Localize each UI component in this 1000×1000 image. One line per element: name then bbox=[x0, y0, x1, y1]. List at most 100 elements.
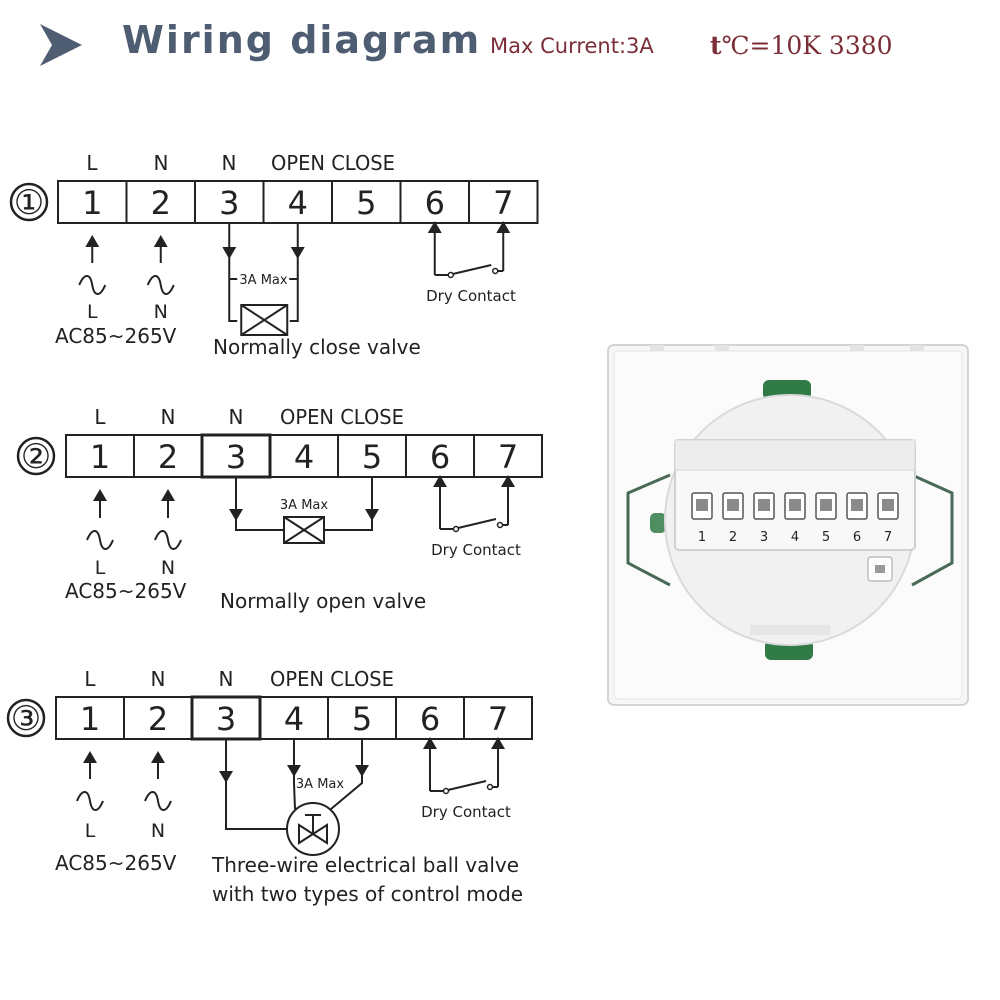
dry-contact-switch bbox=[452, 264, 492, 275]
device-terminal-number: 4 bbox=[791, 530, 799, 545]
diagram-index-label: ② bbox=[21, 437, 51, 477]
terminal-number-7: 7 bbox=[488, 700, 508, 738]
top-label-n: N bbox=[154, 151, 169, 175]
valve-cross-line bbox=[240, 304, 288, 336]
device-terminal-screw bbox=[727, 499, 739, 511]
device-terminal-screw bbox=[820, 499, 832, 511]
terminal-strip bbox=[55, 696, 533, 740]
load-max-backdrop bbox=[237, 269, 290, 287]
terminal-number-6: 6 bbox=[420, 700, 440, 738]
source-label-n: N bbox=[161, 557, 175, 579]
device-terminal-number: 6 bbox=[853, 530, 861, 545]
top-label-open-close: OPEN CLOSE bbox=[271, 151, 395, 175]
terminal-strip bbox=[65, 434, 543, 478]
terminal-number-7: 7 bbox=[493, 184, 513, 222]
supply-voltage-label: AC85~265V bbox=[55, 324, 177, 348]
top-label-l: L bbox=[86, 151, 98, 175]
device-terminal-number: 5 bbox=[822, 530, 830, 545]
device-terminal-number: 3 bbox=[760, 530, 768, 545]
max-current-label: Max Current:3A bbox=[490, 34, 654, 58]
switch-contact-dot bbox=[492, 267, 499, 275]
dry-contact-label: Dry Contact bbox=[426, 287, 516, 305]
dry-contact-label: Dry Contact bbox=[431, 541, 521, 559]
load-wire-close bbox=[330, 769, 363, 810]
sensor-spec-label: t℃=10K 3380 bbox=[710, 31, 893, 60]
terminal-number-1: 1 bbox=[82, 184, 102, 222]
top-label-n: N bbox=[161, 405, 176, 429]
terminal-3-highlight bbox=[190, 695, 262, 741]
terminal-number-6: 6 bbox=[425, 184, 445, 222]
device-terminal-screw bbox=[851, 499, 863, 511]
top-label-n3: N bbox=[229, 405, 244, 429]
terminal-number-1: 1 bbox=[80, 700, 100, 738]
diagram-index-label: ① bbox=[14, 183, 44, 223]
load-wire-left bbox=[228, 251, 238, 322]
device-terminal-number: 2 bbox=[729, 530, 737, 545]
source-label-n: N bbox=[154, 301, 168, 323]
dry-contact-switch bbox=[447, 780, 487, 791]
supply-voltage-label: AC85~265V bbox=[65, 579, 187, 603]
terminal-strip bbox=[57, 180, 539, 224]
terminal-number-1: 1 bbox=[90, 438, 110, 476]
top-label-open-close: OPEN CLOSE bbox=[280, 405, 404, 429]
terminal-number-2: 2 bbox=[151, 184, 171, 222]
load-wire-right bbox=[324, 513, 373, 531]
ac-wave-n-icon bbox=[146, 275, 175, 295]
diagram-caption-line-1: Normally close valve bbox=[213, 335, 421, 359]
play-arrow-icon bbox=[40, 24, 82, 66]
terminal-number-4: 4 bbox=[288, 184, 308, 222]
dry-contact-label: Dry Contact bbox=[421, 803, 511, 821]
device-terminal-screw bbox=[789, 499, 801, 511]
ac-wave-l-icon bbox=[86, 530, 114, 550]
device-terminal-screw bbox=[882, 499, 894, 511]
ac-wave-l-icon bbox=[78, 275, 107, 295]
header: Wiring diagram Max Current:3A t℃=10K 338… bbox=[0, 0, 1000, 95]
terminal-number-5: 5 bbox=[356, 184, 376, 222]
diagram-caption-line-2: with two types of control mode bbox=[212, 882, 523, 906]
top-label-l: L bbox=[94, 405, 106, 429]
device-terminal-screw bbox=[758, 499, 770, 511]
ball-valve-bowtie bbox=[298, 823, 328, 845]
terminal-number-5: 5 bbox=[362, 438, 382, 476]
source-label-l: L bbox=[85, 820, 96, 842]
load-max-label: 3A Max bbox=[280, 498, 328, 513]
diagram-index-label: ③ bbox=[11, 699, 41, 739]
source-label-l: L bbox=[95, 557, 106, 579]
ac-wave-n-icon bbox=[144, 791, 172, 811]
diagram-index-circle bbox=[6, 698, 46, 738]
top-label-n3: N bbox=[222, 151, 237, 175]
top-label-open-close: OPEN CLOSE bbox=[270, 667, 394, 691]
switch-contact-dot bbox=[496, 521, 504, 529]
green-led bbox=[650, 513, 666, 533]
sensor-symbol: t bbox=[710, 31, 722, 60]
load-wire-right bbox=[289, 251, 299, 322]
load-wire-open bbox=[293, 769, 296, 810]
terminal-number-2: 2 bbox=[158, 438, 178, 476]
source-label-n: N bbox=[151, 820, 165, 842]
terminal-number-5: 5 bbox=[352, 700, 372, 738]
source-label-l: L bbox=[87, 301, 98, 323]
dry-contact-switch bbox=[457, 518, 497, 529]
top-label-n: N bbox=[151, 667, 166, 691]
top-label-l: L bbox=[84, 667, 96, 691]
ac-wave-l-icon bbox=[76, 791, 104, 811]
device-terminal-number: 1 bbox=[698, 530, 706, 545]
load-max-label: 3A Max bbox=[239, 273, 287, 288]
terminal-number-3: 3 bbox=[216, 700, 236, 738]
terminal-number-3: 3 bbox=[226, 438, 246, 476]
load-wire-n bbox=[225, 775, 287, 830]
switch-contact-dot bbox=[486, 783, 494, 791]
terminal-number-2: 2 bbox=[148, 700, 168, 738]
ac-wave-n-icon bbox=[154, 530, 182, 550]
terminal-number-7: 7 bbox=[498, 438, 518, 476]
terminal-number-6: 6 bbox=[430, 438, 450, 476]
diagram-index-circle bbox=[16, 436, 56, 476]
terminal-number-4: 4 bbox=[284, 700, 304, 738]
diagram-caption-line-1: Normally open valve bbox=[220, 589, 426, 613]
